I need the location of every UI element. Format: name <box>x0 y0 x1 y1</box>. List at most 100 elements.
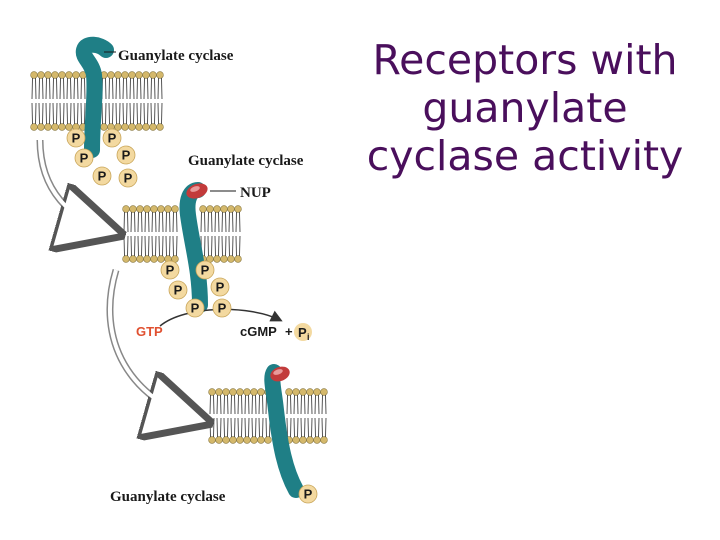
lipid-head <box>136 255 144 263</box>
lipid-head <box>142 123 150 131</box>
lipid-head <box>264 436 272 444</box>
lipid-head <box>250 388 258 396</box>
lipid-head <box>299 388 307 396</box>
lipid-tail <box>73 102 79 125</box>
lipid-tail <box>31 102 37 125</box>
phosphate-circle <box>185 298 205 318</box>
lipid-head <box>236 436 244 444</box>
lipid-head <box>227 255 235 263</box>
lipid-tail <box>307 417 313 438</box>
phosphate-circle <box>168 280 188 300</box>
lipid-head <box>222 388 230 396</box>
lipid-head <box>135 71 143 79</box>
lipid-head <box>285 388 293 396</box>
lipid-head <box>150 255 158 263</box>
lipid-head <box>164 205 172 213</box>
membrane-top <box>30 71 164 131</box>
phosphate-circle <box>195 260 215 280</box>
lipid-tail <box>321 394 327 415</box>
plus-sign: + <box>285 324 293 339</box>
phosphate-circle <box>160 260 180 280</box>
lipid-tail <box>101 77 107 100</box>
pi-label: P <box>298 325 307 340</box>
lipid-tail <box>130 235 136 257</box>
lipid-tail <box>300 394 306 415</box>
lipid-tail <box>143 102 149 125</box>
lipid-head <box>100 123 108 131</box>
lipid-head <box>215 436 223 444</box>
lipid-head <box>143 205 151 213</box>
lipid-head <box>122 205 130 213</box>
lipid-tail <box>209 417 215 438</box>
receptor-label-middle: Guanylate cyclase <box>188 153 304 169</box>
lipid-head <box>128 71 136 79</box>
phosphate-label: P <box>191 301 200 316</box>
transition-arrow-2-inner <box>107 269 201 422</box>
lipid-tail <box>122 77 128 100</box>
lipid-head <box>37 123 45 131</box>
lipid-tail <box>151 211 157 233</box>
lipid-tail <box>150 102 156 125</box>
lipid-tail <box>38 77 44 100</box>
lipid-tail <box>165 235 171 257</box>
lipid-tail <box>151 235 157 257</box>
receptor-top <box>75 36 114 158</box>
phosphate-circle <box>66 128 86 148</box>
lipid-tail <box>221 211 227 233</box>
lipid-head <box>292 388 300 396</box>
lipid-head <box>128 123 136 131</box>
ligand-nup-middle <box>186 183 208 199</box>
lipid-tail <box>216 394 222 415</box>
lipid-head <box>37 71 45 79</box>
receptor-bottom <box>264 364 304 498</box>
lipid-tail <box>108 77 114 100</box>
lipid-head <box>65 123 73 131</box>
phosphate-circle <box>74 148 94 168</box>
lipid-tail <box>45 77 51 100</box>
ligand-nup-bottom <box>270 366 290 382</box>
lipid-tail <box>123 211 129 233</box>
lipid-tail <box>307 394 313 415</box>
lipid-head <box>313 388 321 396</box>
lipid-tail <box>207 211 213 233</box>
lipid-head <box>292 436 300 444</box>
lipid-tail <box>244 394 250 415</box>
lipid-tail <box>214 211 220 233</box>
lipid-head <box>65 71 73 79</box>
lipid-head <box>44 71 52 79</box>
lipid-head <box>150 205 158 213</box>
lipid-head <box>208 388 216 396</box>
lipid-head <box>51 71 59 79</box>
lipid-head <box>142 71 150 79</box>
lipid-head <box>135 123 143 131</box>
lipid-tail <box>286 394 292 415</box>
lipid-tail <box>293 417 299 438</box>
lipid-head <box>121 71 129 79</box>
lipid-head <box>220 205 228 213</box>
lipid-head <box>234 205 242 213</box>
lipid-tail <box>228 235 234 257</box>
lipid-tail <box>237 417 243 438</box>
lipid-head <box>114 71 122 79</box>
lipid-head <box>156 71 164 79</box>
lipid-head <box>129 255 137 263</box>
lipid-head <box>229 388 237 396</box>
lipid-head <box>234 255 242 263</box>
lipid-head <box>157 205 165 213</box>
ligand-highlight <box>190 186 200 192</box>
lipid-head <box>208 436 216 444</box>
lipid-head <box>171 205 179 213</box>
lipid-tail <box>165 211 171 233</box>
lipid-tail <box>321 417 327 438</box>
phosphate-label: P <box>174 283 183 298</box>
receptor-middle <box>179 182 208 313</box>
slide-title: Receptors with guanylate cyclase activit… <box>366 36 684 180</box>
lipid-head <box>143 255 151 263</box>
lipid-head <box>156 123 164 131</box>
phosphate-label: P <box>80 151 89 166</box>
lipid-head <box>320 388 328 396</box>
lipid-tail <box>251 394 257 415</box>
phosphate-label: P <box>122 148 131 163</box>
lipid-tail <box>129 102 135 125</box>
lipid-tail <box>66 77 72 100</box>
